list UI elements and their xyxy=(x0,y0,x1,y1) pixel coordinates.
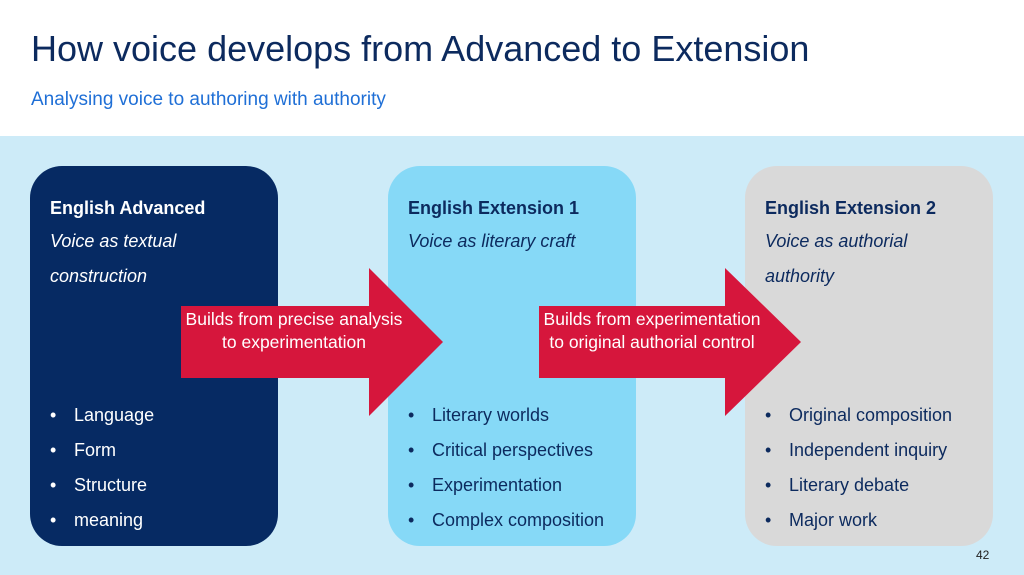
list-item: Literary worlds xyxy=(408,398,604,433)
list-item: Original composition xyxy=(765,398,952,433)
list-item: Major work xyxy=(765,503,952,538)
list-item: Critical perspectives xyxy=(408,433,604,468)
bullet-list: Language Form Structure meaning xyxy=(50,398,154,538)
slide-subtitle: Analysing voice to authoring with author… xyxy=(31,89,386,110)
list-item: Independent inquiry xyxy=(765,433,952,468)
arrow-label: Builds from precise analysis to experime… xyxy=(185,309,403,352)
arrow-shape xyxy=(181,268,443,416)
list-item: meaning xyxy=(50,503,154,538)
list-item: Complex composition xyxy=(408,503,604,538)
progression-arrow-2: Builds from experimentation to original … xyxy=(539,268,801,416)
bullet-list: Original composition Independent inquiry… xyxy=(765,398,952,538)
page-number: 42 xyxy=(976,548,990,562)
card-subtitle: Voice as literary craft xyxy=(408,231,576,251)
list-item: Form xyxy=(50,433,154,468)
slide-title: How voice develops from Advanced to Exte… xyxy=(31,28,810,69)
list-item: Literary debate xyxy=(765,468,952,503)
card-subtitle: Voice as authorial authority xyxy=(765,231,908,286)
arrow-polygon xyxy=(181,268,443,416)
list-item: Structure xyxy=(50,468,154,503)
list-item: Experimentation xyxy=(408,468,604,503)
arrow-label: Builds from experimentation to original … xyxy=(543,309,761,352)
arrow-polygon xyxy=(539,268,801,416)
card-title: English Advanced xyxy=(50,198,206,218)
progression-arrow-1: Builds from precise analysis to experime… xyxy=(181,268,443,416)
card-title: English Extension 1 xyxy=(408,198,580,218)
bullet-list: Literary worlds Critical perspectives Ex… xyxy=(408,398,604,538)
arrow-shape xyxy=(539,268,801,416)
card-title: English Extension 2 xyxy=(765,198,937,218)
card-subtitle: Voice as textual construction xyxy=(50,231,177,286)
list-item: Language xyxy=(50,398,154,433)
